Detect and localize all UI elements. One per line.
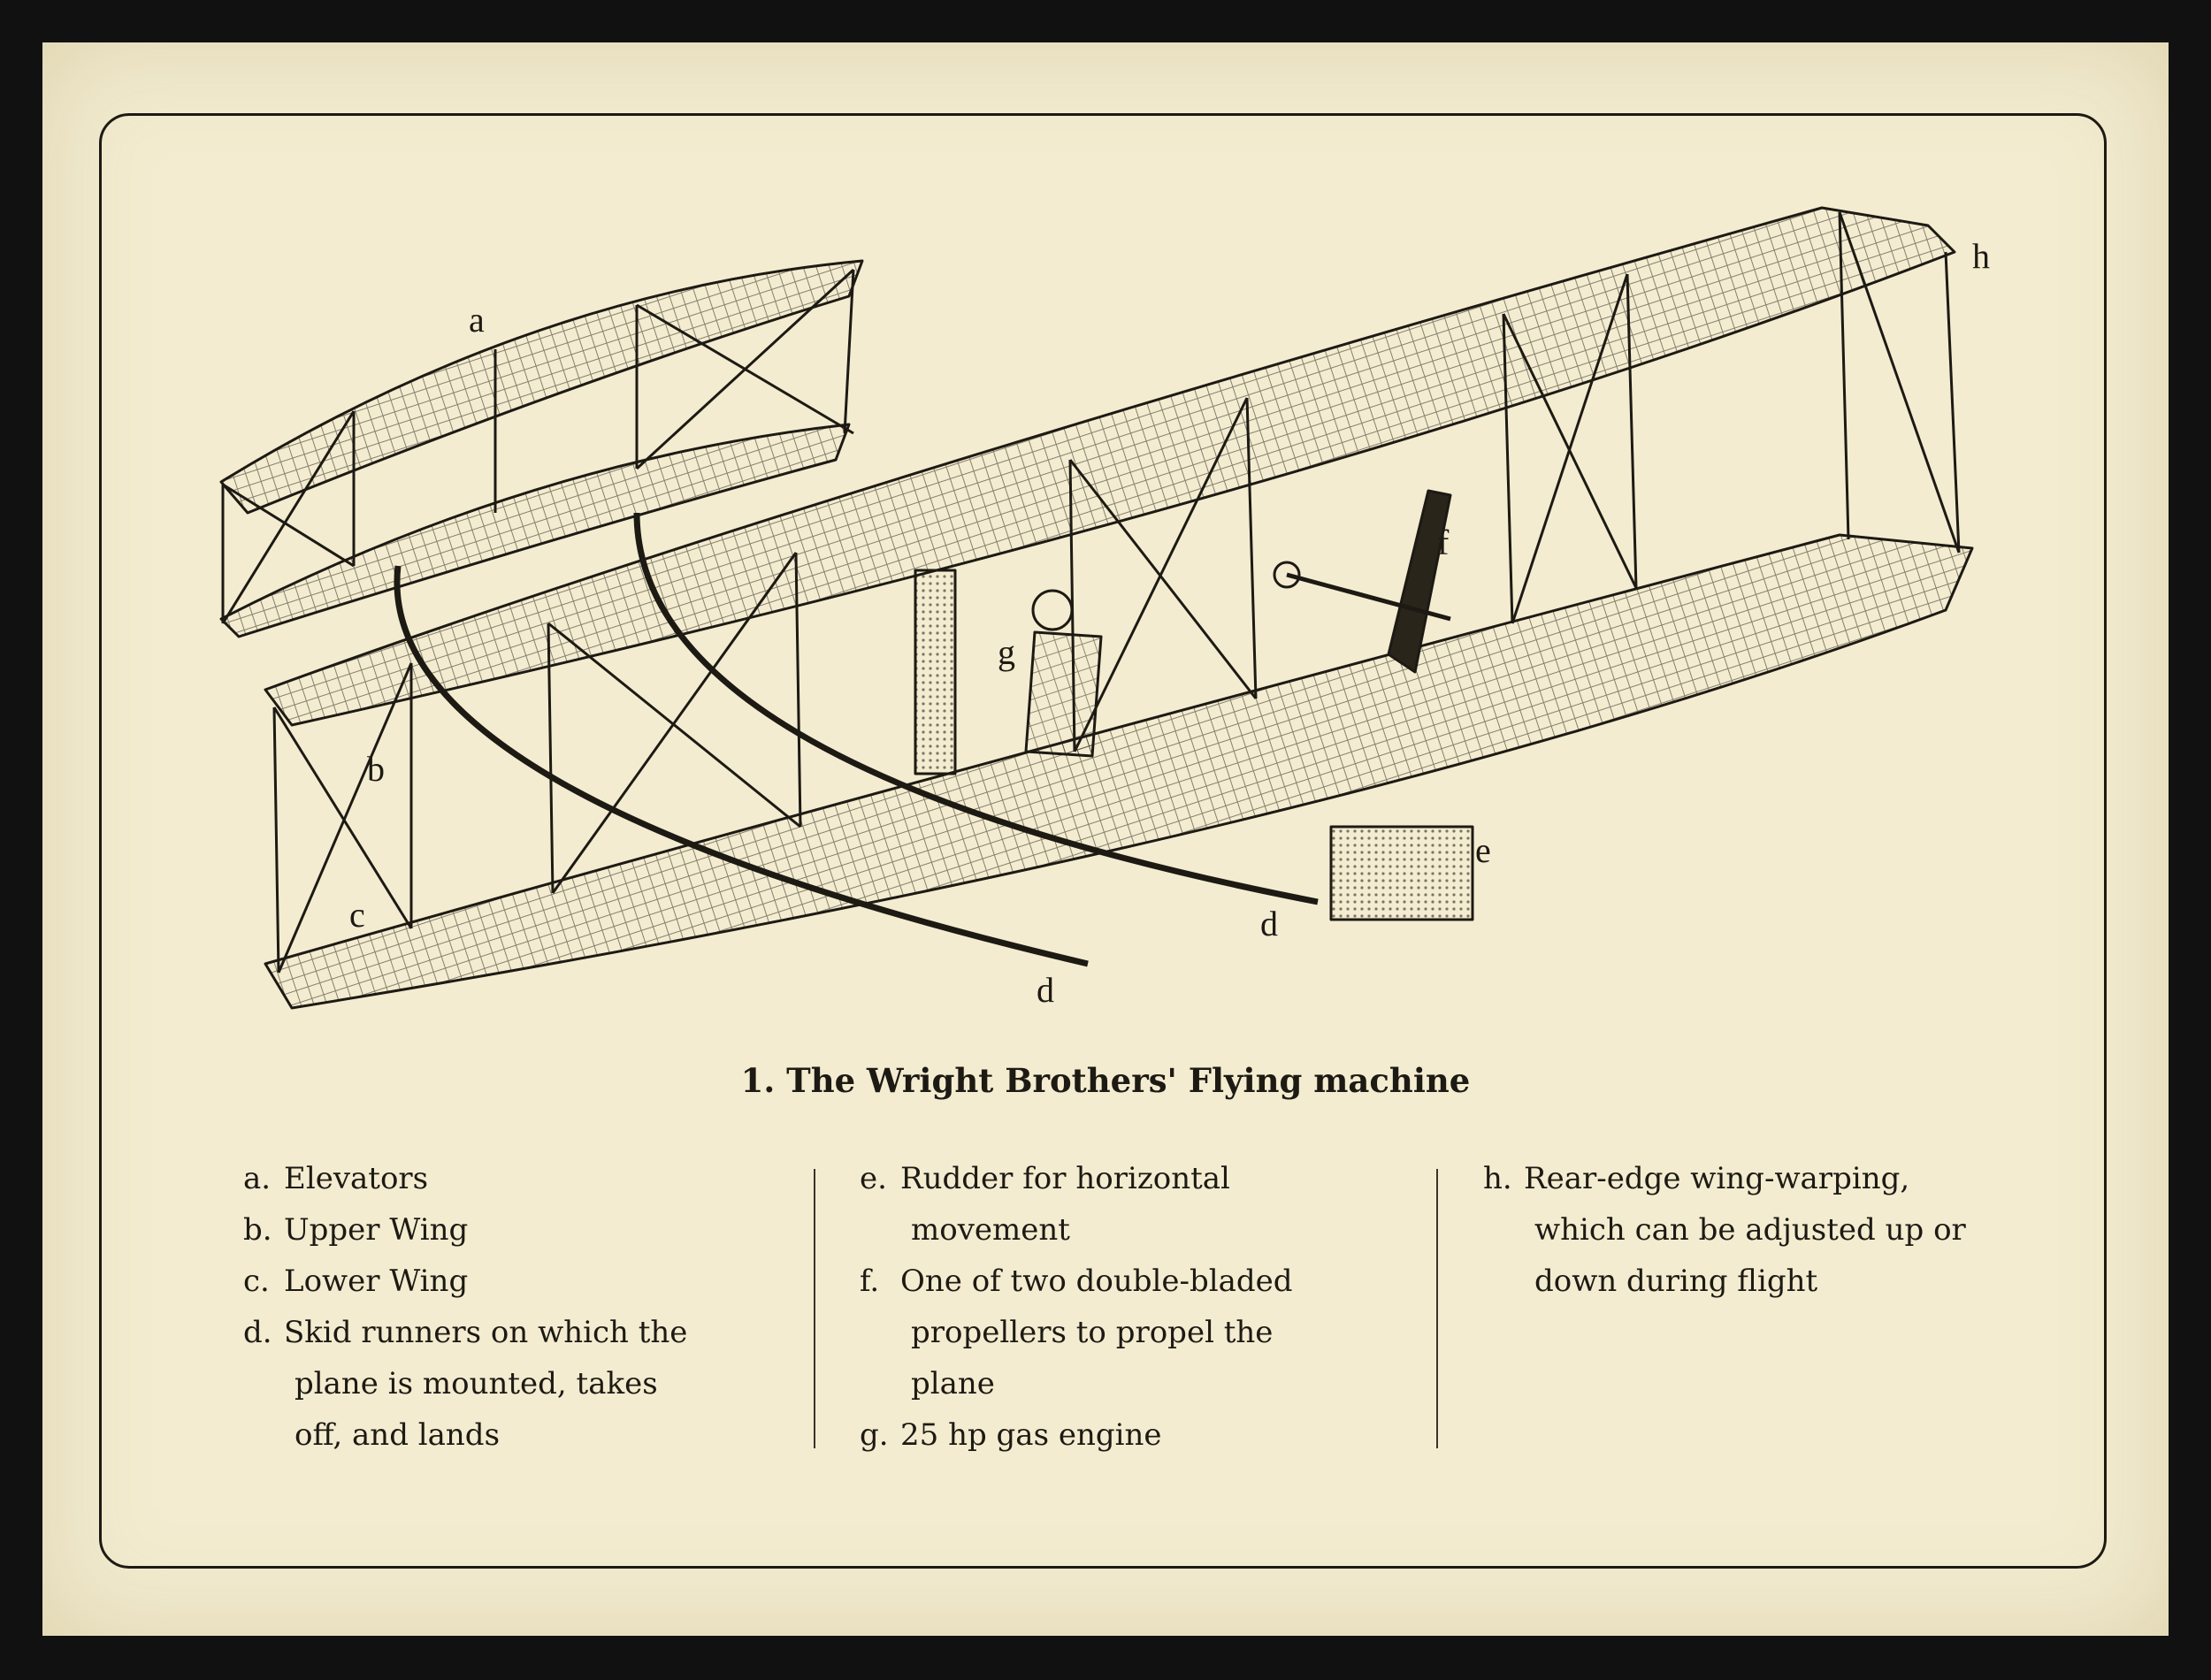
legend-item: a.Elevators [243,1161,429,1196]
callout-d-rear: d [1260,904,1278,943]
callout-d-front: d [1037,970,1054,1010]
pilot-body [1024,630,1103,758]
elevator-upper [219,259,864,515]
column-divider-1 [814,1169,815,1448]
callout-e: e [1475,830,1491,870]
pilot-head [1031,589,1074,631]
legend-item: h.Rear-edge wing-warping, which can be a… [1483,1161,1966,1299]
legend-item: c.Lower Wing [243,1264,469,1299]
upper-wing [264,206,1956,727]
callout-a: a [469,300,485,340]
skid-runner-front [394,565,1089,967]
callout-f: f [1437,523,1450,562]
legend-item: f.One of two double-bladed propellers to… [860,1264,1293,1401]
elevator-lower [219,423,851,638]
lower-wing [264,533,1974,1010]
figure-caption: 1. The Wright Brothers' Flying machine [740,1061,1471,1100]
legend-item: b.Upper Wing [243,1212,469,1248]
callout-b: b [367,749,385,789]
skid-runner-rear [633,512,1319,905]
legend-column-2: e.Rudder for horizontal movement f.One o… [860,1153,1355,1461]
callout-h: h [1972,236,1990,276]
rudder [1329,825,1474,921]
legend-item: e.Rudder for horizontal movement [860,1161,1230,1248]
column-divider-2 [1436,1169,1438,1448]
callout-c: c [349,895,365,935]
callout-g: g [998,632,1015,672]
legend-item: g.25 hp gas engine [860,1417,1162,1453]
legend-column-3: h.Rear-edge wing-warping, which can be a… [1483,1153,1996,1307]
engine [914,569,957,775]
diagram-panel-border [99,113,2107,1569]
legend-item: d.Skid runners on which the plane is mou… [243,1315,688,1453]
legend-column-1: a.Elevators b.Upper Wing c.Lower Wing d.… [243,1153,703,1461]
